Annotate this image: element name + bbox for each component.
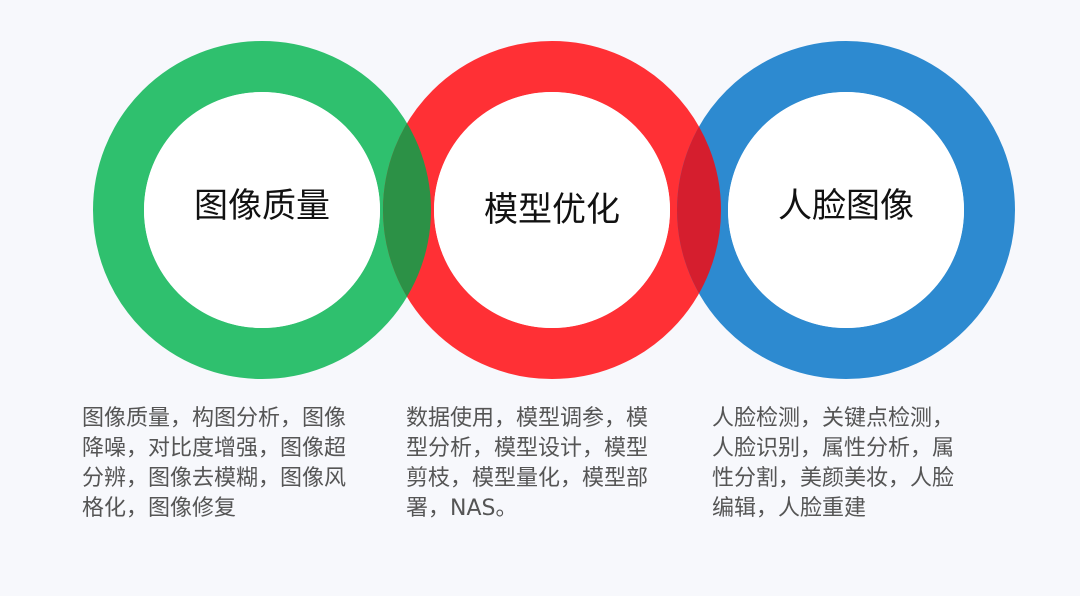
inner-disc-model-optimization (434, 92, 670, 328)
description-line: 人脸识别，属性分析，属 (712, 436, 955, 461)
description-line: 人脸检测，关键点检测， (712, 406, 955, 431)
description-line: 数据使用，模型调参，模 (406, 406, 649, 431)
description-line: 格化，图像修复 (82, 496, 237, 521)
description-line: 型分析，模型设计，模型 (406, 436, 649, 461)
description-line: 图像质量，构图分析，图像 (82, 406, 347, 431)
inner-disc-image-quality (144, 92, 380, 328)
description-line: 分辨，图像去模糊，图像风 (82, 466, 347, 491)
inner-disc-face-image (728, 92, 964, 328)
description-line: 署，NAS。 (406, 496, 518, 521)
description-line: 降噪，对比度增强，图像超 (82, 436, 347, 461)
circle-title-face-image: 人脸图像 (778, 186, 914, 226)
circle-title-image-quality: 图像质量 (194, 186, 330, 226)
circle-title-model-optimization: 模型优化 (484, 190, 620, 230)
overlap-green-red (383, 41, 431, 379)
description-model-optimization: 数据使用，模型调参，模 型分析，模型设计，模型 剪枝，模型量化，模型部 署，NA… (406, 404, 706, 524)
description-face-image: 人脸检测，关键点检测， 人脸识别，属性分析，属 性分割，美颜美妆，人脸 编辑，人… (712, 404, 1012, 524)
description-line: 性分割，美颜美妆，人脸 (712, 466, 955, 491)
description-line: 编辑，人脸重建 (712, 496, 867, 521)
overlap-red-blue (677, 41, 721, 379)
description-line: 剪枝，模型量化，模型部 (406, 466, 649, 491)
description-image-quality: 图像质量，构图分析，图像 降噪，对比度增强，图像超 分辨，图像去模糊，图像风 格… (82, 404, 382, 524)
